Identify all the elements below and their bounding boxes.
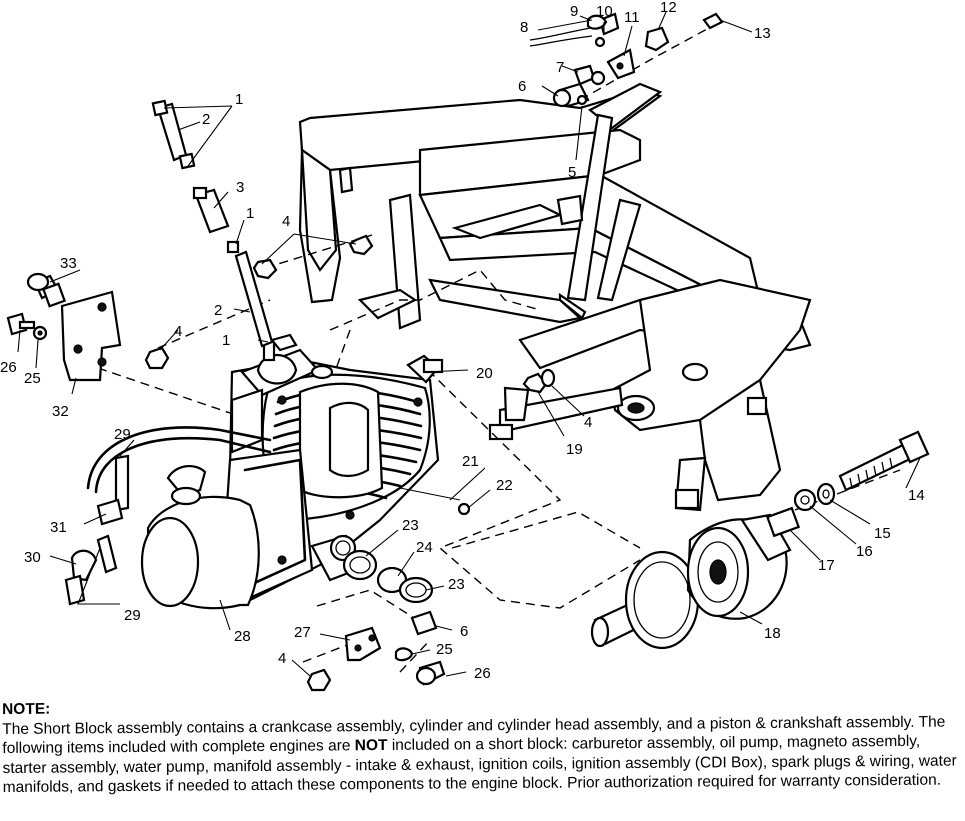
engine-assembly	[140, 333, 440, 610]
callout-33: 33	[60, 255, 77, 272]
callout-10: 10	[596, 3, 613, 20]
callout-8: 8	[520, 19, 528, 36]
callout-5: 5	[568, 164, 576, 181]
callout-30: 30	[24, 549, 41, 566]
short-block-note: NOTE: The Short Block assembly contains …	[2, 692, 961, 797]
callout-31: 31	[50, 519, 67, 536]
callout-6-a: 6	[518, 78, 526, 95]
callout-1-a: 1	[235, 91, 243, 108]
callout-4-b: 4	[174, 323, 182, 340]
pulley-assembly	[590, 430, 930, 650]
exploded-parts-diagram: 1 2 3 1 4 2 1 33 4 26 25 32 29 31 30 29 …	[0, 0, 930, 692]
note-text-emphasis: NOT	[354, 736, 388, 755]
callout-15: 15	[874, 525, 891, 542]
callout-2-a: 2	[202, 111, 210, 128]
callout-13: 13	[754, 25, 771, 42]
leader-lines	[17, 11, 921, 677]
callout-3: 3	[236, 179, 244, 196]
callout-4-a: 4	[282, 213, 290, 230]
callout-6-b: 6	[460, 623, 468, 640]
callout-4-c: 4	[278, 650, 286, 667]
callout-23-b: 23	[448, 576, 465, 593]
callout-27: 27	[294, 624, 311, 641]
callout-22: 22	[496, 477, 513, 494]
hardware-parts	[6, 12, 724, 692]
callout-19: 19	[566, 441, 583, 458]
callout-2-b: 2	[214, 302, 222, 319]
callout-29-b: 29	[124, 607, 141, 624]
callout-26-b: 26	[474, 665, 491, 682]
callout-32: 32	[52, 403, 69, 420]
callout-labels: 1 2 3 1 4 2 1 33 4 26 25 32 29 31 30 29 …	[0, 0, 925, 682]
callout-26-a: 26	[0, 359, 17, 376]
hoses-and-fittings	[64, 99, 471, 606]
callout-29-a: 29	[114, 426, 131, 443]
callout-21: 21	[462, 453, 479, 470]
callout-20: 20	[476, 365, 493, 382]
callout-11: 11	[624, 9, 640, 26]
callout-17: 17	[818, 557, 835, 574]
callout-24: 24	[416, 539, 433, 556]
callout-7: 7	[556, 59, 564, 76]
callout-9: 9	[570, 3, 578, 20]
callout-25-a: 25	[24, 370, 41, 387]
callout-1-b: 1	[246, 205, 254, 222]
callout-1-c: 1	[222, 332, 230, 349]
callout-14: 14	[908, 487, 925, 504]
callout-25-b: 25	[436, 641, 453, 658]
callout-16: 16	[856, 543, 873, 560]
callout-28: 28	[234, 628, 251, 645]
callout-18: 18	[764, 625, 781, 642]
callout-23-a: 23	[402, 517, 419, 534]
callout-4-d: 4	[584, 414, 592, 431]
callout-12: 12	[660, 0, 677, 16]
